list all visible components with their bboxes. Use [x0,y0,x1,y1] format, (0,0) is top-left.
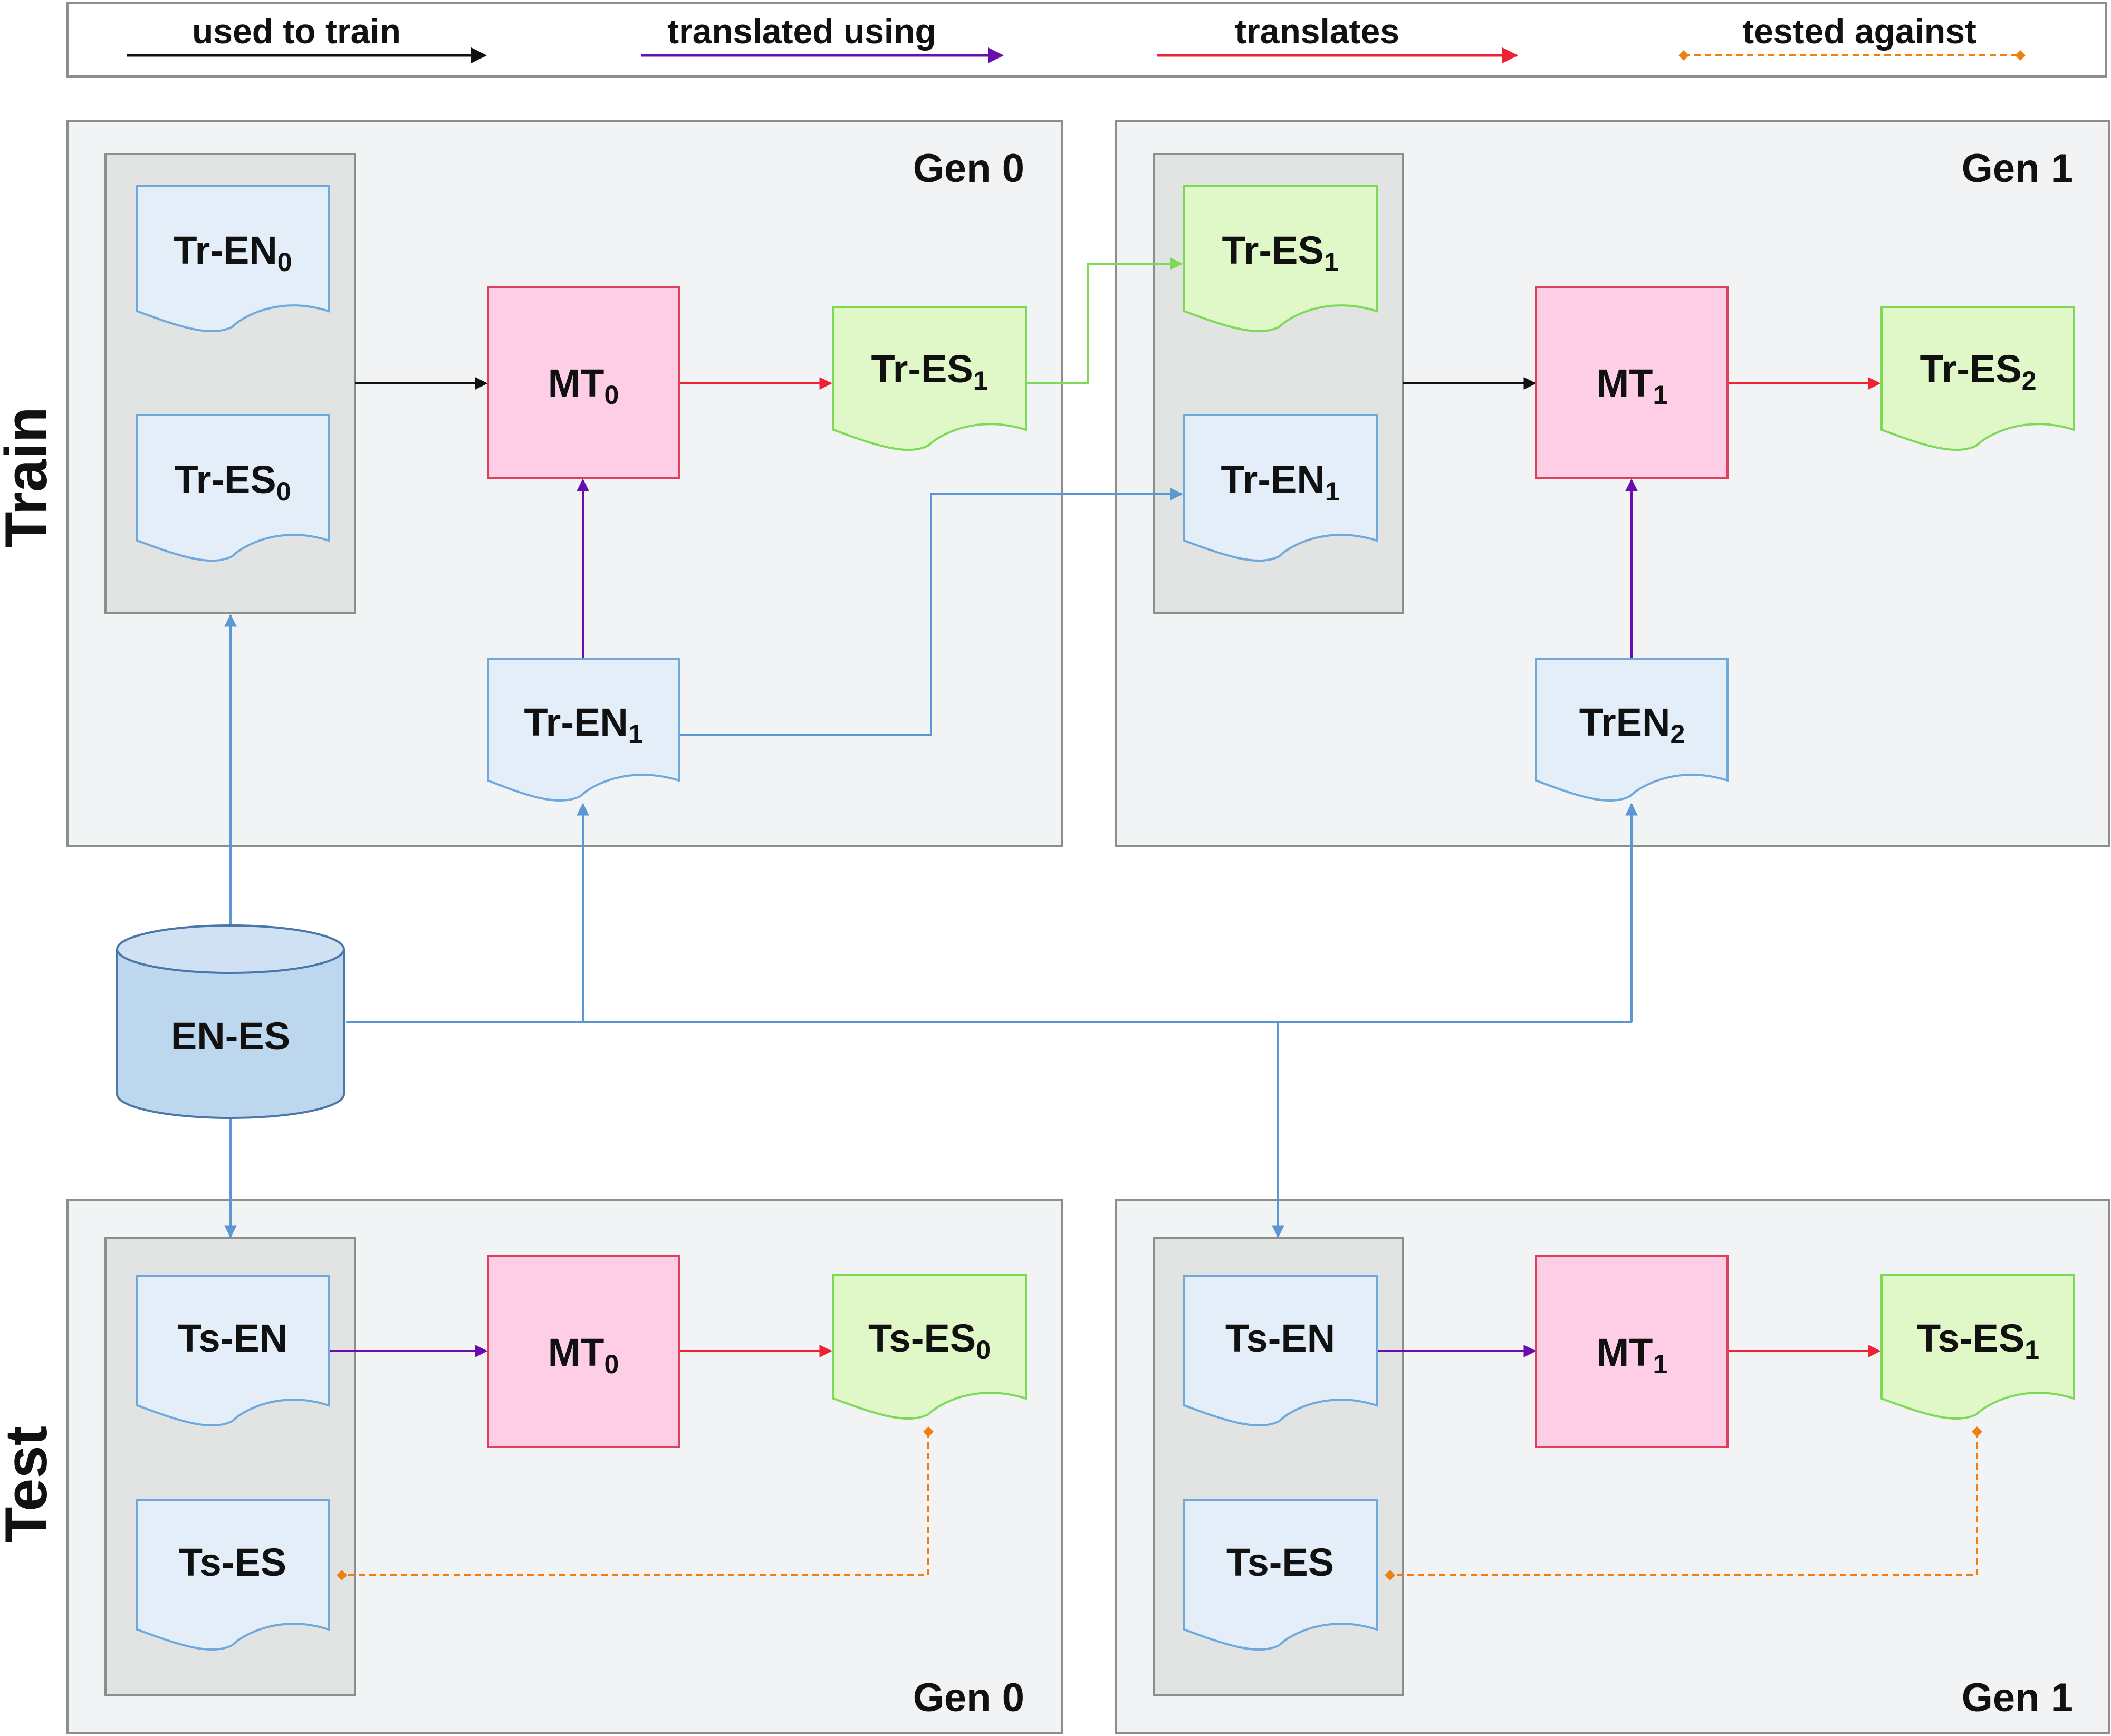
doc-label: Tr-ES0 [174,458,291,506]
doc-shape [832,1274,1027,1420]
doc-shape [136,1275,330,1427]
panel-label: Gen 0 [913,1675,1024,1720]
doc-label: Ts-ES [1226,1540,1334,1584]
doc-label: Tr-ES2 [1920,347,2036,396]
doc-label: Tr-EN0 [173,228,292,277]
model-box [1535,286,1729,479]
model-mt0: MT0 [487,286,680,479]
doc-tr-en2: TrEN2 [1535,658,1729,802]
doc-tr-en1: Tr-EN1 [487,658,680,802]
model-label: MT1 [1597,361,1668,410]
model-box [1535,1255,1729,1448]
doc-label: Ts-ES0 [868,1316,991,1365]
doc-shape [1183,1499,1378,1651]
doc-ts-es0: Ts-ES0 [832,1274,1027,1420]
doc-label: Ts-EN [178,1316,287,1360]
doc-shape [136,185,330,333]
doc-shape [136,414,330,562]
legend-box [66,2,2107,78]
doc-shape [1880,306,2075,451]
doc-tr-en0: Tr-EN0 [136,185,330,333]
model-mt1: MT1 [1535,286,1729,479]
doc-ts-en-gen1: Ts-EN [1183,1275,1378,1427]
connectors [224,257,1982,1580]
legend-label-used-to-train: used to train [192,12,401,51]
panel-label: Gen 1 [1962,1675,2073,1720]
doc-shape [1183,414,1378,562]
model-label: MT0 [548,1330,619,1379]
arrow-tr-es1-to-gen1-tr-es1 [1026,257,1183,384]
model-mt0-test: MT0 [487,1255,680,1448]
doc-label: Ts-ES [179,1540,286,1584]
doc-shape [1880,1274,2075,1420]
doc-label: Tr-EN1 [1221,458,1339,506]
panel-label: Gen 1 [1962,146,2073,191]
doc-label: Tr-ES1 [871,347,987,396]
tested-against-ts-es1-vs-ts-es [1385,1426,1982,1580]
legend-label-tested-against: tested against [1742,12,1976,51]
doc-ts-es-gen1: Ts-ES [1183,1499,1378,1651]
model-label: MT1 [1597,1330,1668,1379]
model-box [487,1255,680,1448]
side-label-train: Train [0,407,59,548]
database-cylinder-top [116,924,345,974]
legend-label-translated-using: translated using [667,12,936,51]
model-label: MT0 [548,361,619,410]
model-box [487,286,680,479]
en-es-database: EN-ES [116,924,345,1119]
legend-label-translates: translates [1235,12,1399,51]
side-label-test: Test [0,1426,59,1543]
doc-label: Tr-EN1 [524,700,642,749]
doc-shape [1183,185,1378,333]
doc-ts-en-gen0: Ts-EN [136,1275,330,1427]
doc-tr-es1: Tr-ES1 [832,306,1027,451]
doc-label: Tr-ES1 [1222,228,1338,277]
doc-label: Ts-ES1 [1917,1316,2039,1365]
doc-shape [832,306,1027,451]
doc-shape [487,658,680,802]
tested-against-ts-es0-vs-ts-es [337,1426,934,1580]
doc-shape [136,1499,330,1651]
arrow-tr-en1-to-gen1-tr-en1 [679,488,1183,736]
doc-label: TrEN2 [1579,700,1685,749]
doc-shape [1183,1275,1378,1427]
legend: used to train translated using translate… [66,2,2107,78]
doc-gen1-tr-en1: Tr-EN1 [1183,414,1378,562]
doc-tr-es2: Tr-ES2 [1880,306,2075,451]
doc-tr-es0: Tr-ES0 [136,414,330,562]
panel-label: Gen 0 [913,146,1024,191]
model-mt1-test: MT1 [1535,1255,1729,1448]
database-cylinder-body [116,949,345,1119]
doc-ts-es-gen0: Ts-ES [136,1499,330,1651]
database-label: EN-ES [171,1014,290,1058]
doc-gen1-tr-es1: Tr-ES1 [1183,185,1378,333]
doc-ts-es1: Ts-ES1 [1880,1274,2075,1420]
doc-shape [1535,658,1729,802]
doc-label: Ts-EN [1225,1316,1335,1360]
